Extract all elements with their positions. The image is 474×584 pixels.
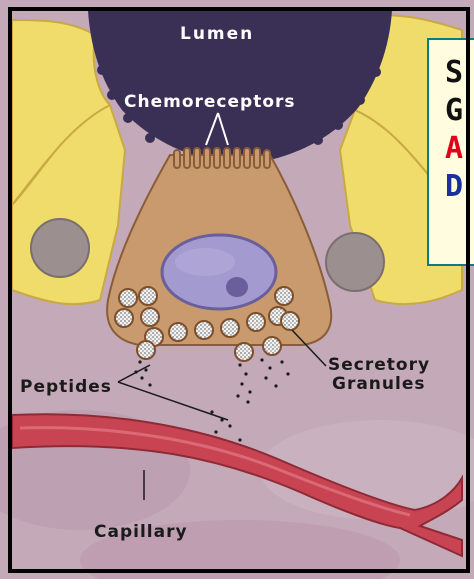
title-letter-1: S (445, 54, 474, 92)
capillary-label: Capillary (94, 522, 188, 542)
secretory-label-line2: Granules (332, 374, 426, 394)
nucleolus (226, 277, 248, 297)
secretory-label-line1: Secretory (328, 355, 430, 375)
epithelial-nucleus-right (326, 233, 384, 291)
title-letter-4: D (445, 168, 474, 206)
epithelial-nucleus-left (31, 219, 89, 277)
title-box: S G A D (427, 38, 474, 266)
secretory-granules-label: Secretory Granules (328, 356, 430, 394)
lumen-label: Lumen (180, 24, 254, 44)
title-letter-2: G (445, 92, 474, 130)
chemoreceptors-label: Chemoreceptors (124, 92, 296, 112)
peptides-label: Peptides (20, 377, 112, 397)
title-letter-3: A (445, 130, 474, 168)
